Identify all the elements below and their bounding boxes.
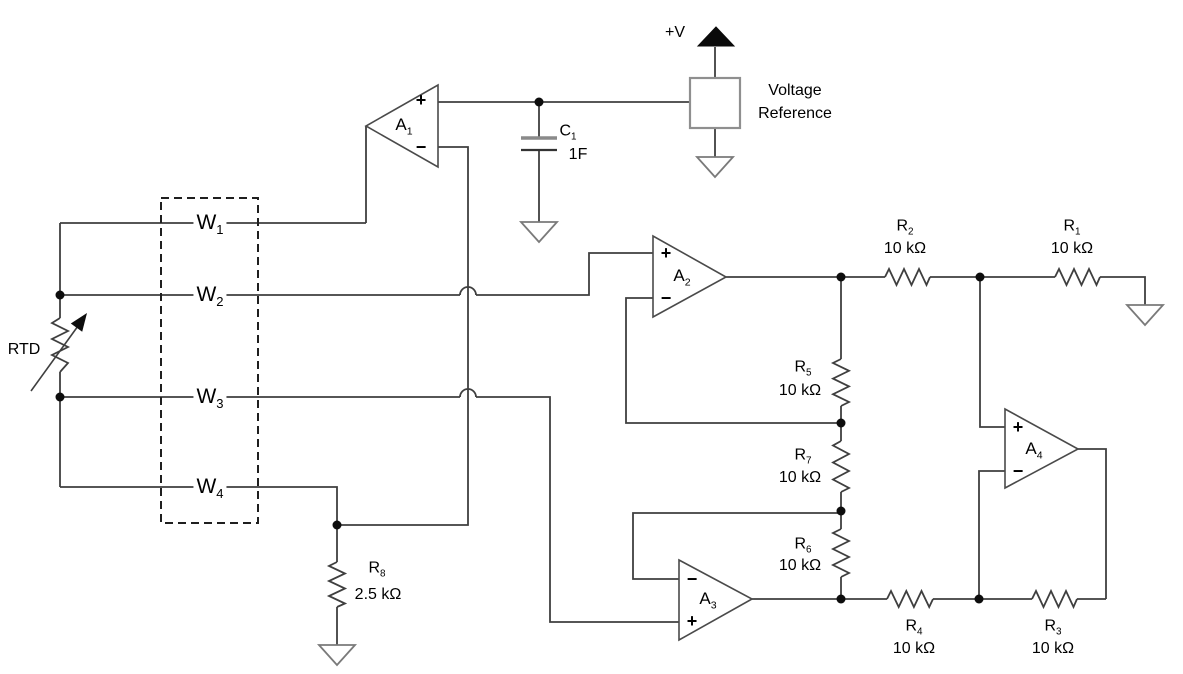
- opamp-a4-body: [1004, 407, 1080, 490]
- junction-dot: [55, 290, 65, 300]
- resistor-r6-label: R6: [794, 535, 812, 556]
- resistor-r1-symbol: [1054, 266, 1101, 288]
- opamp-a2-noninverting-label: +: [660, 243, 672, 264]
- capacitor-c1-value: 1F: [568, 146, 588, 164]
- junction-dot: [332, 520, 342, 530]
- resistor-r2-symbol: [884, 266, 931, 288]
- junction-dot: [975, 272, 985, 282]
- resistor-r6-value: 10 kΩ: [778, 557, 822, 575]
- ground-icon: [694, 156, 736, 179]
- junction-dot: [836, 418, 846, 428]
- resistor-r3-symbol: [1031, 588, 1078, 610]
- capacitor-c1-label: C1: [559, 122, 577, 143]
- opamp-a2-inverting-label: −: [660, 288, 672, 309]
- wire-a3-feedback: [632, 512, 841, 580]
- rtd-label: RTD: [7, 341, 41, 359]
- junction-dot: [836, 594, 846, 604]
- voltage-reference-box: [688, 76, 742, 130]
- resistor-r8-value: 2.5 kΩ: [354, 586, 402, 604]
- resistor-r3-label: R3: [1044, 617, 1062, 638]
- resistor-r1-label: R1: [1063, 217, 1081, 238]
- resistor-r7-value: 10 kΩ: [778, 469, 822, 487]
- voltage-reference-label: Voltage Reference: [758, 79, 832, 125]
- wire-a4-noninv: [979, 277, 1005, 428]
- wire-a4-output: [1078, 448, 1107, 599]
- resistor-r7-symbol: [831, 440, 851, 493]
- wire-label-w1: W1: [193, 210, 227, 238]
- resistor-r1-value: 10 kΩ: [1050, 240, 1094, 258]
- resistor-r4-value: 10 kΩ: [892, 640, 936, 658]
- resistor-r3-value: 10 kΩ: [1031, 640, 1075, 658]
- wire-interface-dashed-box: [160, 197, 259, 524]
- opamp-a1-noninverting-label: +: [415, 90, 427, 111]
- wire-label-w3: W3: [193, 384, 227, 412]
- opamp-a4-noninverting-label: +: [1012, 417, 1024, 438]
- power-supply-icon: [696, 26, 736, 47]
- opamp-a1-inverting-label: −: [415, 137, 427, 158]
- opamp-a1-body: [364, 83, 439, 169]
- resistor-r8-symbol: [326, 561, 348, 608]
- wire-w1: [60, 126, 367, 224]
- opamp-a3-noninverting-label: +: [686, 611, 698, 632]
- opamp-a4-label: A4: [1025, 439, 1043, 462]
- capacitor-c1-symbol: [521, 136, 557, 152]
- ground-icon: [316, 644, 358, 667]
- resistor-r2-value: 10 kΩ: [883, 240, 927, 258]
- wire-a2-feedback: [625, 297, 841, 424]
- wire-w2: [60, 252, 653, 296]
- junction-dot: [534, 97, 544, 107]
- wire-a4-inv: [978, 470, 1005, 599]
- voltage-reference-line2: Reference: [758, 105, 832, 122]
- rtd-symbol: [30, 313, 87, 392]
- supply-label: +V: [664, 24, 686, 42]
- resistor-r6-symbol: [830, 528, 852, 578]
- junction-dot: [836, 506, 846, 516]
- resistor-r7-label: R7: [794, 446, 812, 467]
- resistor-r8-label: R8: [368, 559, 386, 580]
- junction-dot: [836, 272, 846, 282]
- wire-w4: [60, 146, 469, 526]
- opamp-a4-inverting-label: −: [1012, 461, 1024, 482]
- ground-icon: [1124, 304, 1166, 327]
- opamp-a2-label: A2: [673, 266, 691, 289]
- wire-a2-output: [726, 276, 1146, 305]
- junction-dot: [55, 392, 65, 402]
- opamp-a3-label: A3: [699, 589, 717, 612]
- opamp-a3-body: [678, 558, 754, 642]
- opamp-a3-inverting-label: −: [686, 569, 698, 590]
- wire-label-w4: W4: [193, 474, 227, 502]
- ground-icon: [518, 221, 560, 244]
- voltage-reference-line1: Voltage: [768, 82, 822, 99]
- resistor-r5-symbol: [830, 358, 852, 407]
- opamp-a1-label: A1: [395, 115, 413, 138]
- opamp-a2-body: [652, 234, 728, 319]
- resistor-r4-symbol: [886, 588, 934, 610]
- resistor-r4-label: R4: [905, 617, 923, 638]
- rtd-arrow-shaft: [30, 325, 79, 392]
- wire-label-w2: W2: [193, 282, 227, 310]
- junction-dot: [974, 594, 984, 604]
- rtd-arrow-head: [70, 313, 87, 332]
- resistor-r2-label: R2: [896, 217, 914, 238]
- resistor-r5-value: 10 kΩ: [778, 382, 822, 400]
- resistor-r5-label: R5: [794, 358, 812, 379]
